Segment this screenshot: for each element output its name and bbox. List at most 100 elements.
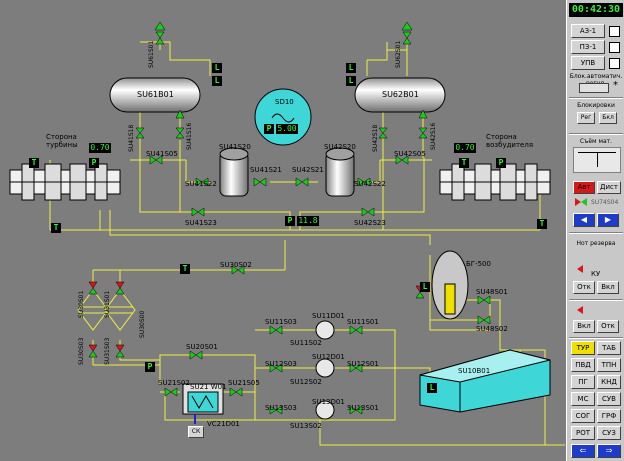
valve-su12s01-label: SU12S01 [347,360,379,368]
control-panel: 00:42:30 АЗ-1 ПЗ-1 УПВ Блок.автоматич. р… [566,0,624,461]
valve-indicator-icon [581,198,587,206]
p-tag: P [285,216,295,226]
pump-su13d01-label: SU13D01 [312,398,345,406]
process-diagram: SU61B01 SU62B01 SD10 P 5.00 SU10B01 БГ-5… [9,0,567,461]
exciter-pressure-value: 0.70 [454,143,476,153]
piping-svg [9,21,565,446]
nav-right-button[interactable]: ▶ [597,213,619,227]
su21w01-label: SU21 W01 [190,383,227,391]
valve-su31s03-label: SU31S03 [104,337,111,365]
valve-su42s18-label: SU42S18 [372,124,379,152]
not-reserve-label: Нот резерва [576,240,616,247]
t-tag: T [29,158,39,168]
slider-control[interactable] [579,83,609,93]
valve-su31s01-label: SU31S01 [104,290,111,318]
nav-grf-button[interactable]: ГРФ [597,409,621,423]
nav-ms-button[interactable]: МС [571,392,595,406]
valve-su13s03-label: SU13S03 [265,404,297,412]
az1-indicator [609,26,620,37]
t-tag: T [180,264,190,274]
valve-su30s00-label: SU30S00 [139,310,146,338]
valve-su41s20-label: SU41S20 [219,143,251,151]
vkl-button[interactable]: Вкл [597,281,619,294]
valve-su30s01-label: SU30S01 [78,290,85,318]
valve-su41s16-label: SU41S16 [186,122,193,150]
arrow-left-icon [577,306,583,314]
ck-button[interactable]: СК [188,426,204,438]
otk2-button[interactable]: Отк [597,320,619,333]
valve-su12s02-label: SU12S02 [290,378,322,386]
flow-label: Съём мат. [579,138,613,145]
gauge-display [573,147,621,173]
dist-button[interactable]: Дист [597,181,621,194]
t-tag: T [537,219,547,229]
otk-button[interactable]: Отк [573,281,595,294]
valves [88,21,491,415]
valve-su42s20-label: SU42S20 [324,143,356,151]
reg-button[interactable]: Рег [577,112,595,124]
l-tag: L [212,76,222,86]
clock-display: 00:42:30 [569,3,623,17]
l-tag: L [420,282,430,292]
valve-su30s03-label: SU30S03 [78,337,85,365]
vessel-su62-label: SU62B01 [382,90,419,99]
nav-tpn-button[interactable]: ТПН [597,358,621,372]
valve-su42s23-label: SU42S23 [354,219,386,227]
az1-button[interactable]: АЗ-1 [571,24,605,38]
nav-pvd-button[interactable]: ПВД [571,358,595,372]
l-tag: L [427,383,437,393]
valve-indicator-icon [575,198,581,206]
arrow-left-icon [577,265,583,273]
nav-knd-button[interactable]: КНД [597,375,621,389]
pz1-button[interactable]: ПЗ-1 [571,40,605,54]
blocking-label: Блокировки [577,102,615,109]
p-tag: P [145,362,155,372]
su10-label: SU10B01 [458,367,491,375]
page-prev-button[interactable]: ⇐ [571,444,595,458]
l-tag: L [212,63,222,73]
vessel-su61-label: SU61B01 [137,90,174,99]
nav-sog-button[interactable]: СОГ [571,409,595,423]
valve-su20s01-label: SU20S01 [186,343,218,351]
ku-label: КУ [591,270,601,278]
l-tag: L [346,63,356,73]
valve-su42s21-label: SU42S21 [292,166,324,174]
valve-su13s02-label: SU13S02 [290,422,322,430]
valve-su48s01-label: SU48S01 [476,288,508,296]
valve-su41s22-label: SU41S22 [185,180,217,188]
nav-suz-button[interactable]: СУЗ [597,426,621,440]
bkl-button[interactable]: Бкл [599,112,617,124]
p-tag: P [496,158,506,168]
nav-rot-button[interactable]: РОТ [571,426,595,440]
pump-su11d01-label: SU11D01 [312,312,345,320]
vessel-su62-shape [354,77,446,113]
nav-pg-button[interactable]: ПГ [571,375,595,389]
su74s04-label: SU74S04 [591,199,619,206]
valve-su41s18-label: SU41S18 [128,124,135,152]
vessel-su61-shape [109,77,201,113]
avt-button[interactable]: Авт [573,181,595,194]
valve-su30s02-label: SU30S02 [220,261,252,269]
valve-su11s01-label: SU11S01 [347,318,379,326]
vkl2-button[interactable]: Вкл [573,320,595,333]
valve-su21s02-label: SU21S02 [158,379,190,387]
turbine-pressure-value: 0.70 [89,143,111,153]
sd10-pressure-value: 5.00 [276,124,298,134]
nav-left-button[interactable]: ◀ [573,213,595,227]
t-tag: T [51,223,61,233]
valve-su62s01-label: SU62S01 [395,40,402,68]
asterisk-icon: * [613,80,618,91]
side-turbine-label: Сторона турбины [46,133,78,149]
page-next-button[interactable]: ⇒ [597,444,621,458]
valve-su11s02-label: SU11S02 [290,339,322,347]
sd10-label: SD10 [275,98,294,106]
bg-label: БГ-500 [466,260,491,268]
nav-tab-button[interactable]: ТАБ [597,341,621,355]
nav-tur-button[interactable]: ТУР [571,341,595,355]
uv-button[interactable]: УПВ [571,56,605,70]
valve-su48s02-label: SU48S02 [476,325,508,333]
valve-su21s05-label: SU21S05 [228,379,260,387]
valve-su41s23-label: SU41S23 [185,219,217,227]
sd10-p-tag: P [264,124,274,134]
nav-suv-button[interactable]: СУВ [597,392,621,406]
